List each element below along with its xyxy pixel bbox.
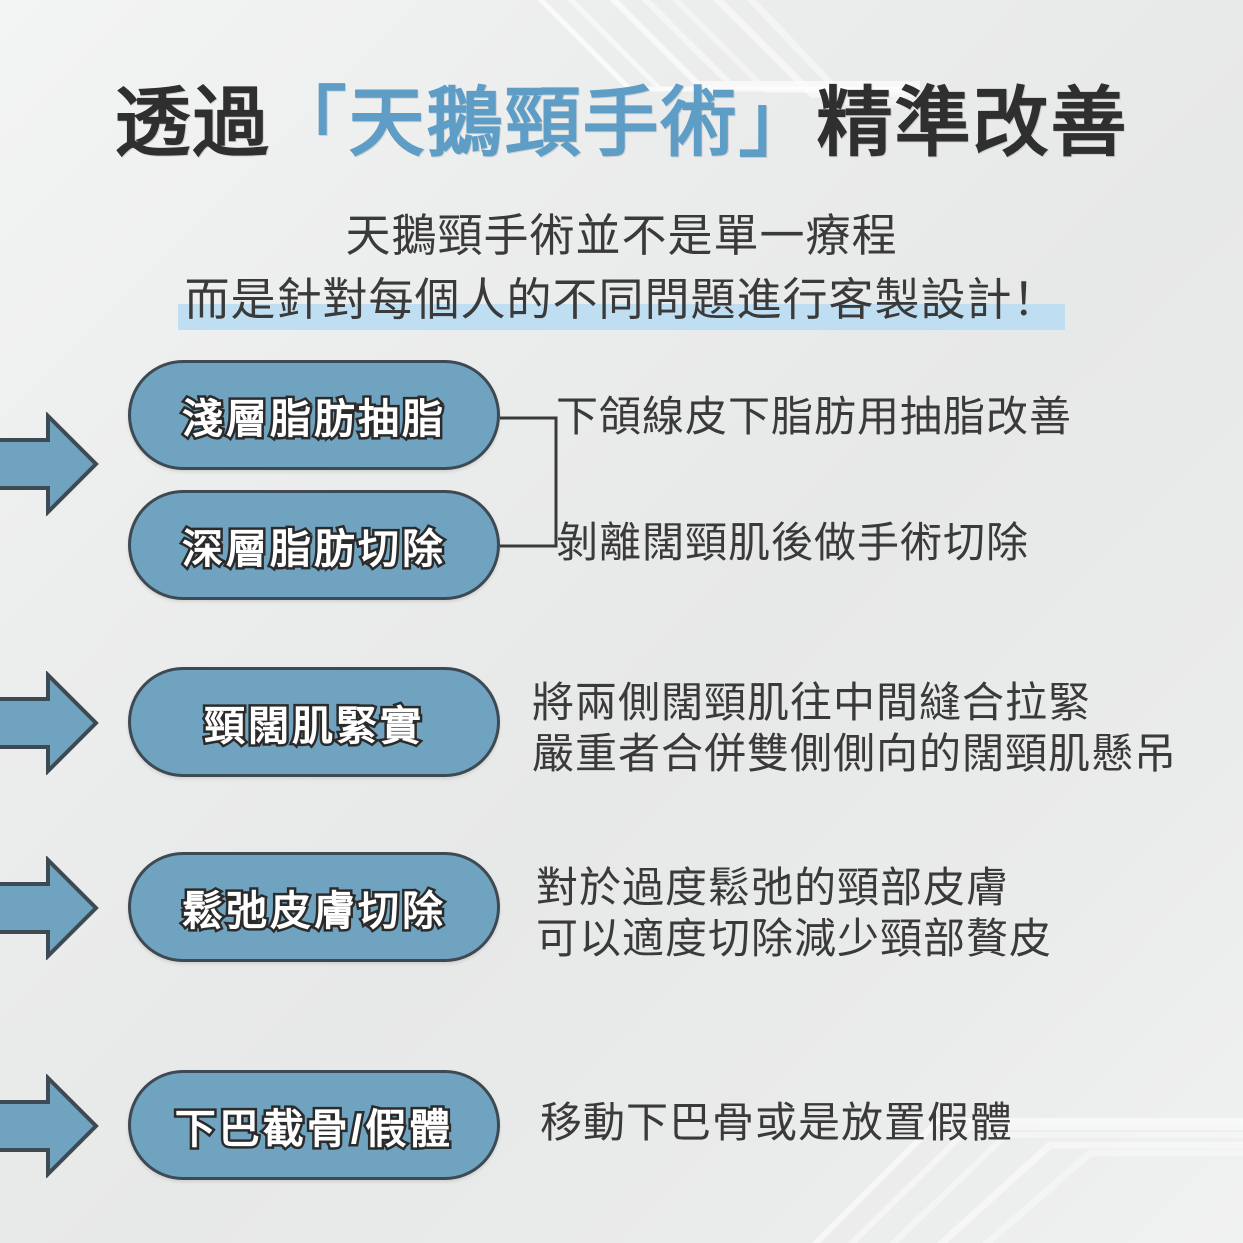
description-line: 移動下巴骨或是放置假體 xyxy=(540,1099,1014,1146)
description-line: 將兩側闊頸肌往中間縫合拉緊 xyxy=(532,679,1092,726)
description-line: 嚴重者合併雙側側向的闊頸肌懸吊 xyxy=(532,730,1178,778)
title-segment-prefix: 透過 xyxy=(114,81,271,166)
pill-label: 鬆弛皮膚切除 xyxy=(180,886,446,937)
bracket-connector xyxy=(498,414,586,550)
page-title: 透過「天鵝頸手術」精準改善 xyxy=(0,84,1243,164)
group-fat: 淺層脂肪抽脂 深層脂肪切除 下頜線皮下脂肪用抽脂改善 剝離闊頸肌後做手術切除 xyxy=(0,360,1243,600)
subtitle-line-2-wrap: 而是針對每個人的不同問題進行客製設計！ xyxy=(0,268,1243,332)
description-chin: 移動下巴骨或是放置假體 xyxy=(540,1098,1013,1148)
title-segment-highlight: 「天鵝頸手術」 xyxy=(270,81,817,166)
right-arrow-icon xyxy=(0,856,100,960)
description-shallow-fat: 下頜線皮下脂肪用抽脂改善 xyxy=(556,392,1072,442)
pill-shallow-fat-liposuction[interactable]: 淺層脂肪抽脂 xyxy=(128,360,500,470)
description-platysma: 將兩側闊頸肌往中間縫合拉緊 嚴重者合併雙側側向的闊頸肌懸吊 xyxy=(532,677,1177,779)
description-line: 下頜線皮下脂肪用抽脂改善 xyxy=(556,393,1073,440)
group-platysma: 頸闊肌緊實 將兩側闊頸肌往中間縫合拉緊 嚴重者合併雙側側向的闊頸肌懸吊 xyxy=(0,665,1243,795)
right-arrow-icon xyxy=(0,671,100,775)
group-chin: 下巴截骨/假體 移動下巴骨或是放置假體 xyxy=(0,1068,1243,1198)
subtitle-line-2-text: 而是針對每個人的不同問題進行客製設計！ xyxy=(184,273,1059,325)
description-line: 可以適度切除減少頸部贅皮 xyxy=(536,915,1053,963)
pill-label: 頸闊肌緊實 xyxy=(202,701,424,752)
description-skin: 對於過度鬆弛的頸部皮膚 可以適度切除減少頸部贅皮 xyxy=(536,862,1052,964)
description-deep-fat: 剝離闊頸肌後做手術切除 xyxy=(556,518,1029,568)
pill-chin-osteotomy-implant[interactable]: 下巴截骨/假體 xyxy=(128,1070,500,1180)
subtitle-line-1: 天鵝頸手術並不是單一療程 xyxy=(345,210,898,261)
pill-deep-fat-excision[interactable]: 深層脂肪切除 xyxy=(128,490,500,600)
description-line: 對於過度鬆弛的頸部皮膚 xyxy=(536,864,1010,911)
subtitle-block: 天鵝頸手術並不是單一療程 而是針對每個人的不同問題進行客製設計！ xyxy=(0,204,1243,332)
pill-label: 深層脂肪切除 xyxy=(180,524,446,575)
description-line: 剝離闊頸肌後做手術切除 xyxy=(556,519,1030,566)
pill-platysma-tightening[interactable]: 頸闊肌緊實 xyxy=(128,667,500,777)
pill-label: 下巴截骨/假體 xyxy=(172,1104,454,1155)
right-arrow-icon xyxy=(0,1074,100,1178)
subtitle-line-2: 而是針對每個人的不同問題進行客製設計！ xyxy=(178,268,1065,332)
group-skin: 鬆弛皮膚切除 對於過度鬆弛的頸部皮膚 可以適度切除減少頸部贅皮 xyxy=(0,850,1243,980)
title-segment-suffix: 精準改善 xyxy=(816,81,1129,166)
right-arrow-icon xyxy=(0,412,100,516)
pill-label: 淺層脂肪抽脂 xyxy=(180,394,446,445)
pill-loose-skin-excision[interactable]: 鬆弛皮膚切除 xyxy=(128,852,500,962)
title-text: 透過「天鵝頸手術」精準改善 xyxy=(0,84,1243,164)
